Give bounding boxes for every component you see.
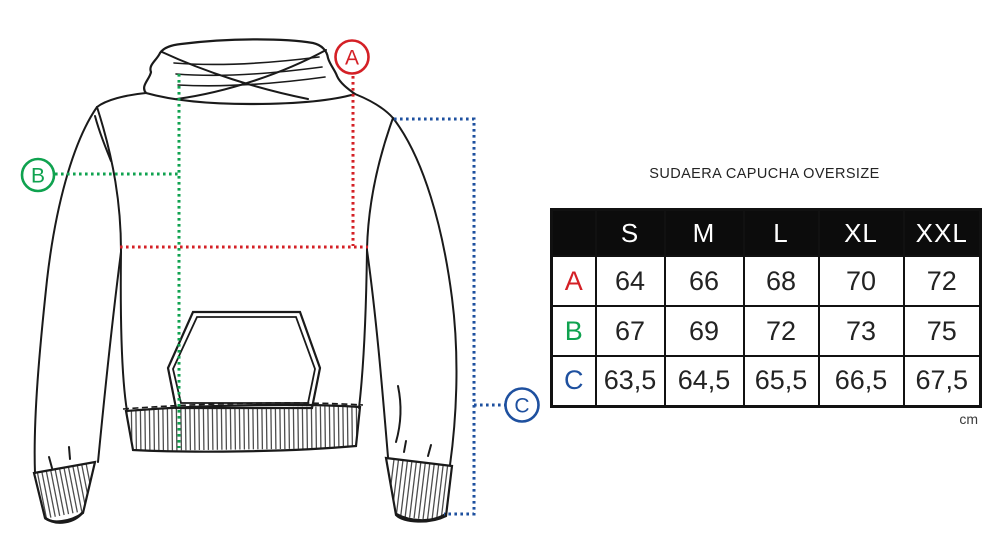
value-a-xl: 70 — [817, 255, 905, 307]
value-b-xxl: 75 — [902, 305, 982, 357]
hood-outline — [143, 38, 357, 106]
measure-a: A — [120, 39, 370, 249]
measure-a-label: A — [345, 47, 359, 70]
right-cuff-ribbing — [386, 459, 452, 522]
measure-b-label: B — [31, 165, 45, 188]
body-left-seam — [96, 106, 128, 412]
hoodie-sketch — [33, 92, 458, 474]
measure-c: C — [394, 117, 540, 516]
size-panel: SUDAERA CAPUCHA OVERSIZE S M L XL XXL A … — [550, 166, 982, 427]
left-cuff-opening — [44, 511, 85, 524]
col-header-s: S — [594, 208, 666, 257]
size-table-header-row: S M L XL XXL — [550, 208, 982, 257]
hem-ribbing — [126, 406, 360, 451]
measure-b-circle — [20, 157, 56, 193]
measure-c-circle — [504, 387, 540, 423]
chart-title: SUDAERA CAPUCHA OVERSIZE — [649, 166, 880, 182]
value-b-m: 69 — [663, 305, 745, 357]
left-cuff — [32, 460, 97, 524]
left-sleeve-seam — [97, 251, 122, 463]
kangaroo-pocket — [166, 310, 322, 410]
value-c-l: 65,5 — [742, 355, 820, 407]
value-c-m: 64,5 — [663, 355, 745, 407]
right-sleeve-outline — [392, 117, 458, 466]
left-shoulder-line — [96, 92, 147, 108]
right-cuff-opening — [395, 512, 447, 522]
value-b-xl: 73 — [817, 305, 905, 357]
hood-fold-line — [173, 56, 320, 66]
body-right-seam — [358, 117, 394, 409]
col-header-xxl: XXL — [902, 208, 982, 257]
value-b-l: 72 — [742, 305, 820, 357]
wrinkle-line — [94, 115, 112, 162]
measure-a-circle — [334, 39, 370, 75]
pocket-inner-line — [172, 316, 316, 404]
stitch-tick — [68, 446, 71, 460]
value-c-xxl: 67,5 — [902, 355, 982, 407]
hem-outline — [124, 403, 362, 453]
unit-label: cm — [959, 410, 978, 427]
hood — [143, 38, 357, 106]
left-sleeve-outline — [33, 106, 98, 474]
row-label-b: B — [550, 305, 597, 357]
hood-fold-line — [175, 66, 323, 77]
left-cuff-ribbing — [34, 462, 95, 520]
table-row-b: B 67 69 72 73 75 — [550, 305, 982, 357]
table-row-a: A 64 66 68 70 72 — [550, 255, 982, 307]
pocket-outer-line — [166, 310, 322, 410]
wrinkle-line — [395, 385, 402, 443]
value-a-l: 68 — [742, 255, 820, 307]
collar-lapel-left — [161, 51, 309, 100]
right-sleeve-seam — [366, 249, 389, 458]
measure-c-sleeve-bracket — [394, 117, 476, 516]
stitch-tick — [427, 444, 432, 457]
col-header-m: M — [663, 208, 745, 257]
stitch-tick — [403, 440, 407, 453]
size-table: S M L XL XXL A 64 66 68 70 72 B 67 69 72… — [550, 208, 982, 408]
row-label-a: A — [550, 255, 597, 307]
corner-cell — [550, 208, 597, 257]
col-header-xl: XL — [817, 208, 905, 257]
value-b-s: 67 — [594, 305, 666, 357]
value-c-xl: 66,5 — [817, 355, 905, 407]
table-row-c: C 63,5 64,5 65,5 66,5 67,5 — [550, 355, 982, 407]
col-header-l: L — [742, 208, 820, 257]
stitch-tick — [48, 456, 53, 469]
row-label-c: C — [550, 355, 597, 407]
right-cuff — [384, 456, 454, 523]
value-a-m: 66 — [663, 255, 745, 307]
value-a-s: 64 — [594, 255, 666, 307]
right-shoulder-line — [354, 93, 394, 119]
value-c-s: 63,5 — [594, 355, 666, 407]
hood-fold-line — [177, 76, 326, 87]
measure-c-label: C — [514, 395, 529, 418]
value-a-xxl: 72 — [902, 255, 982, 307]
hem-band — [122, 402, 364, 453]
measure-b: B — [20, 74, 181, 448]
hoodie-technical-drawing: A B C — [20, 38, 540, 524]
